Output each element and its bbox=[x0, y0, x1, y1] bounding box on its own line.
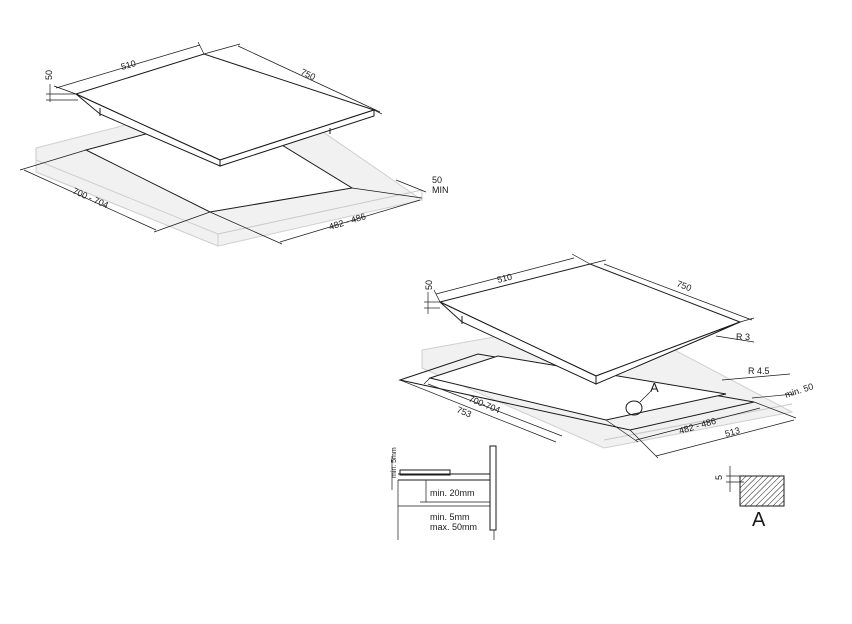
bottom-width-label: 510 bbox=[496, 272, 513, 285]
top-depth-label: 750 bbox=[299, 67, 317, 82]
bottom-cutout bbox=[428, 355, 727, 421]
detail-a-title: A bbox=[752, 509, 766, 531]
top-dim-width: 510 bbox=[53, 41, 205, 95]
bottom-depth-label: 750 bbox=[675, 279, 693, 294]
top-thickness-label: 50 bbox=[44, 70, 54, 80]
bottom-recess-depth-label: 513 bbox=[724, 425, 741, 439]
bottom-dim-cutout-radius: R 4.5 bbox=[721, 366, 791, 381]
section-min-label: min. 5mm bbox=[430, 512, 470, 522]
section-min-gap-label: min. 5mm bbox=[391, 447, 398, 478]
bottom-detail-marker-label: A bbox=[650, 380, 659, 395]
section-max-label: max. 50mm bbox=[430, 522, 477, 532]
section-detail: min. 5mm min. 20mm min. 5mm max. 50mm bbox=[391, 445, 497, 540]
bottom-thickness-label: 50 bbox=[424, 280, 434, 290]
top-dim-clearance: 50 MIN bbox=[395, 175, 449, 195]
detail-a-section bbox=[739, 475, 785, 507]
top-hob bbox=[74, 53, 376, 167]
top-width-label: 510 bbox=[120, 58, 137, 72]
top-diagram: 510 750 50 700 - 704 482 - 486 bbox=[19, 41, 449, 247]
section-side-panel bbox=[489, 445, 497, 531]
bottom-hob bbox=[438, 263, 742, 385]
top-clearance-value: 50 bbox=[432, 175, 442, 185]
section-min-depth-label: min. 20mm bbox=[430, 488, 475, 498]
bottom-recess-width-label: 753 bbox=[455, 405, 473, 420]
section-hob-edge bbox=[399, 469, 451, 476]
bottom-diagram: 510 750 50 R 3 R 4.5 min. 50 bbox=[398, 253, 815, 459]
bottom-dim-corner-radius: R 3 bbox=[715, 332, 755, 343]
bottom-dim-recess-depth: 513 bbox=[629, 401, 797, 459]
bottom-corner-radius-label: R 3 bbox=[736, 332, 750, 342]
detail-a-dimension-label: 5 bbox=[714, 475, 724, 480]
top-clearance-unit: MIN bbox=[432, 185, 449, 195]
bottom-cutout-radius-label: R 4.5 bbox=[748, 366, 770, 376]
detail-a: 5 A bbox=[714, 466, 785, 531]
bottom-clearance-label: min. 50 bbox=[784, 381, 815, 400]
top-dim-thickness: 50 bbox=[44, 70, 78, 102]
bottom-detail-marker: A bbox=[625, 380, 659, 416]
bottom-dim-clearance: min. 50 bbox=[751, 381, 815, 400]
bottom-dim-width: 510 bbox=[433, 253, 591, 303]
bottom-dim-thickness: 50 bbox=[424, 280, 440, 314]
